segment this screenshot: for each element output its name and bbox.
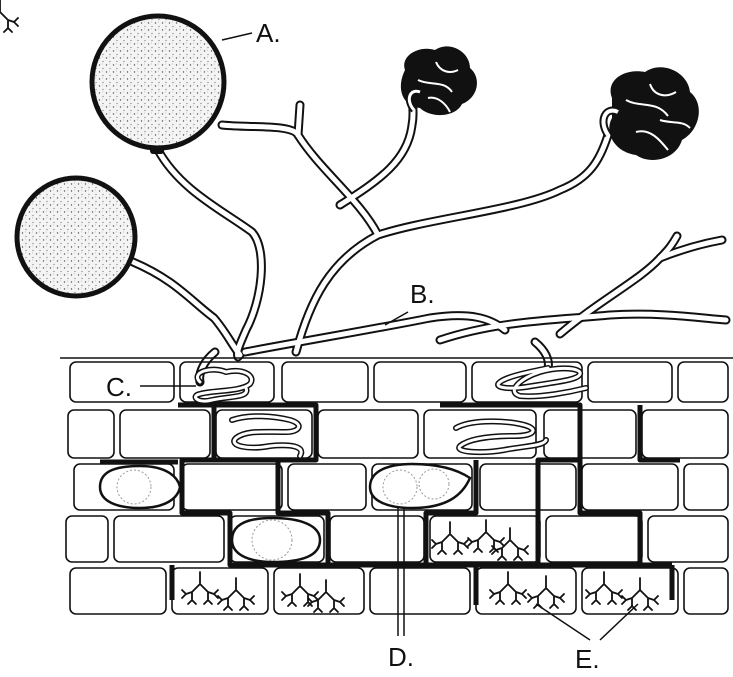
label-d: D. [388, 644, 414, 670]
label-c: C. [106, 374, 132, 400]
label-e: E. [575, 646, 600, 672]
hyphal-coils [196, 368, 586, 456]
sporocarp-left [401, 46, 477, 115]
label-a: A. [256, 20, 281, 46]
spore-small [17, 178, 135, 296]
sporocarp-right [603, 67, 698, 160]
label-b: B. [410, 281, 435, 307]
spore-large [92, 16, 224, 148]
